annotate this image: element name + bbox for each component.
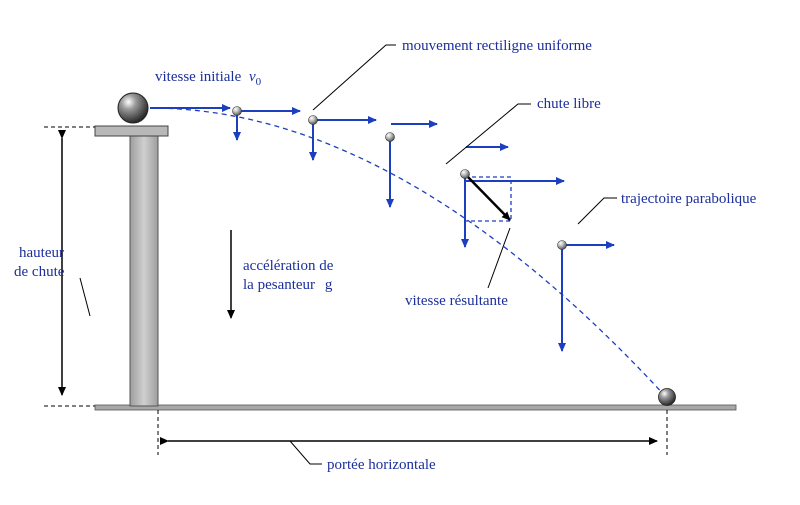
leader-vitesse-resultante xyxy=(487,227,511,289)
leader-hauteur xyxy=(79,277,91,317)
leader-mouvement xyxy=(312,44,396,111)
small-sphere-icon xyxy=(308,115,318,125)
pillar xyxy=(129,134,159,407)
trajectory-curve xyxy=(149,107,668,399)
label-vitesse-initiale: vitesse initiale v0 xyxy=(155,69,262,88)
resultant-velocity-vector xyxy=(464,173,511,221)
label-hauteur-1: hauteur xyxy=(19,245,64,261)
landing-ball-icon xyxy=(658,388,676,406)
platform xyxy=(94,125,169,137)
label-hauteur-2: de chute xyxy=(14,264,65,280)
small-sphere-icon xyxy=(232,106,242,116)
small-sphere-icon xyxy=(460,169,470,179)
small-sphere-icon xyxy=(557,240,567,250)
ground-line xyxy=(94,404,737,411)
label-chute-libre: chute libre xyxy=(537,96,601,112)
label-mouvement: mouvement rectiligne uniforme xyxy=(402,38,592,54)
small-sphere-icon xyxy=(385,132,395,142)
label-vitesse-resultante: vitesse résultante xyxy=(405,293,508,309)
label-acceleration-2: la pesanteur g xyxy=(243,277,333,293)
leader-portee xyxy=(289,440,322,465)
label-trajectoire: trajectoire parabolique xyxy=(621,191,757,207)
sphere-ball-icon xyxy=(117,92,149,124)
leader-chute-libre xyxy=(445,103,531,165)
label-portee: portée horizontale xyxy=(327,457,436,473)
leader-trajectoire xyxy=(577,197,617,225)
label-acceleration-1: accélération de xyxy=(243,258,334,274)
